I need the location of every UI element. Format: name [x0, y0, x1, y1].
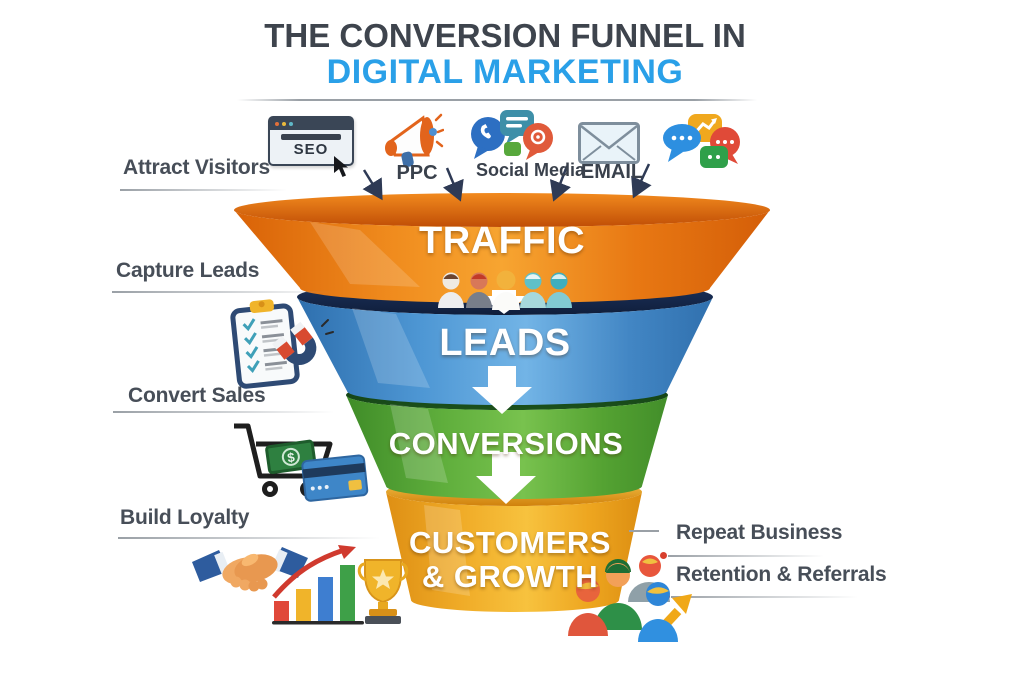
chat-bubbles-icon [663, 114, 740, 168]
megaphone-icon [385, 113, 444, 168]
annotation-underline [112, 291, 334, 293]
annotation-convert-sales: Convert Sales [128, 384, 266, 407]
annotation-repeat-business: Repeat Business [676, 521, 843, 544]
funnel-opening-traffic [234, 193, 770, 227]
gloss-highlight [310, 222, 420, 287]
trophy-icon [357, 559, 409, 624]
channel-arrows [362, 163, 652, 202]
email-envelope-icon [578, 122, 640, 164]
annotation-underline [671, 596, 858, 598]
red-dot-marker [660, 552, 667, 559]
annotation-underline [668, 555, 824, 557]
stage-label-conversions: CONVERSIONS [388, 426, 624, 461]
channel-label-social-media: Social Media [476, 160, 586, 180]
title-divider [237, 99, 757, 101]
gloss-highlight [424, 505, 470, 596]
down-arrow-icon [472, 366, 532, 414]
gloss-highlight [390, 404, 448, 483]
down-arrow-icon [476, 452, 536, 504]
annotation-capture-leads: Capture Leads [116, 259, 260, 282]
stage-label-customers-line1: CUSTOMERS [408, 525, 611, 560]
dollar-glyph: $ [286, 449, 296, 465]
title-line-1: THE CONVERSION FUNNEL IN [264, 17, 746, 54]
browser-content-bar [281, 134, 341, 140]
stage-label-customers-line2: & GROWTH [421, 559, 599, 594]
channel-label-seo: SEO [293, 141, 329, 158]
visitors-people-icons [438, 270, 572, 310]
clipboard-magnet-icon [230, 299, 334, 389]
growth-chart-icon [272, 545, 364, 625]
funnel-stage-leads [297, 297, 713, 405]
annotation-underline [118, 537, 380, 539]
social-media-bubbles-icon [471, 110, 553, 160]
customers-group-icon [568, 555, 692, 642]
annotation-attract-visitors: Attract Visitors [123, 156, 270, 179]
stage-label-customers-growth: CUSTOMERS & GROWTH [360, 526, 660, 594]
annotation-underline [120, 189, 287, 191]
funnel-stage-traffic [234, 210, 770, 303]
leader-line [629, 530, 659, 532]
gloss-highlight [352, 308, 430, 388]
browser-titlebar [270, 118, 352, 130]
stage-label-leads: LEADS [439, 322, 571, 364]
page-title: THE CONVERSION FUNNEL IN DIGITAL MARKETI… [190, 18, 820, 91]
channel-label-email: EMAIL [580, 161, 644, 183]
annotation-underline [113, 411, 334, 413]
channel-label-ppc: PPC [396, 162, 438, 184]
stage-label-traffic: TRAFFIC [418, 220, 586, 262]
funnel-stage-customers [386, 492, 642, 612]
annotation-build-loyalty: Build Loyalty [120, 506, 250, 529]
seo-browser-icon: SEO [268, 116, 354, 166]
funnel-stage-conversions [346, 395, 668, 499]
title-line-2: DIGITAL MARKETING [326, 53, 684, 91]
cursor-icon [334, 156, 348, 177]
shopping-cart-card-icon: $ [234, 423, 369, 502]
annotation-retention-referrals: Retention & Referrals [676, 563, 887, 586]
